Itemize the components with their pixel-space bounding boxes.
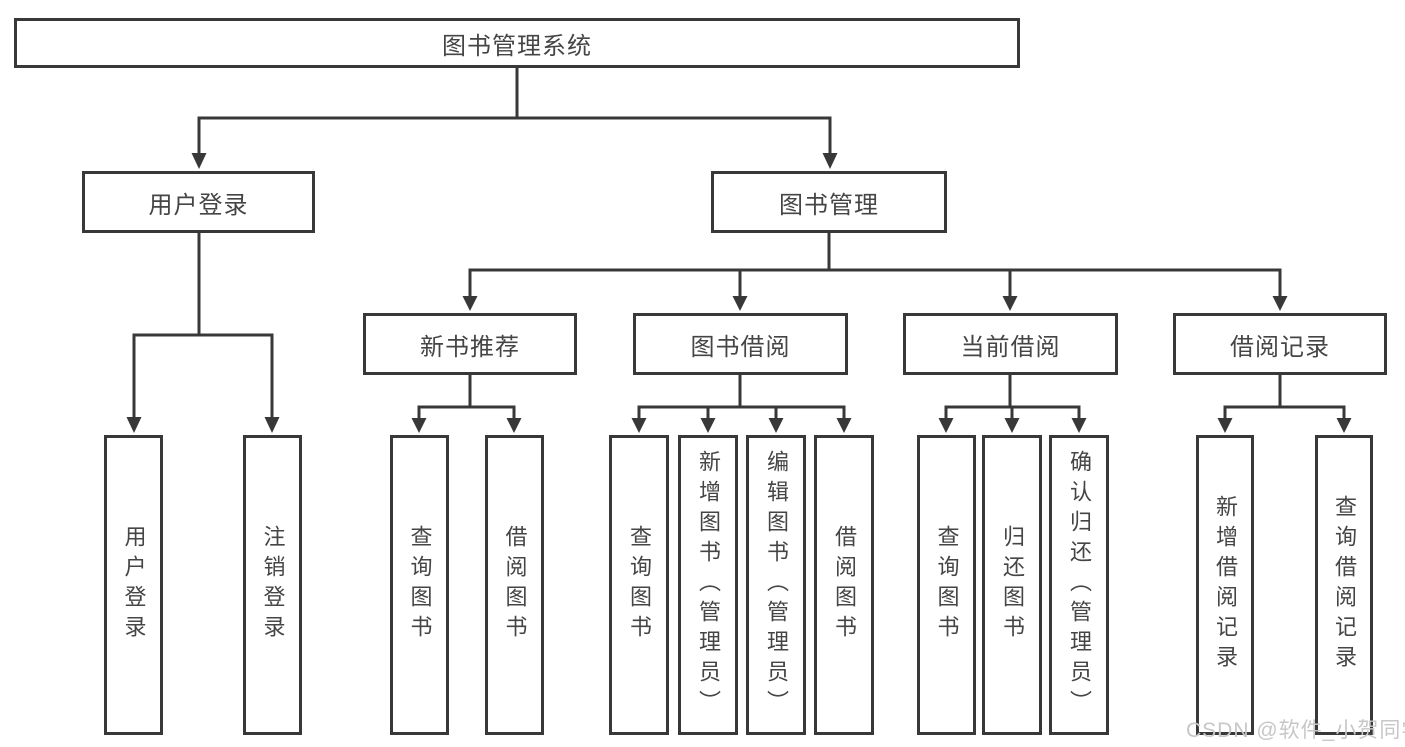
node-library-management-system: 图书管理系统 <box>14 18 1020 68</box>
leaf-logout: 注销登录 <box>243 435 302 735</box>
leaf-query-borrow-record: 查询借阅记录 <box>1315 435 1373 735</box>
leaf-add-borrow-record: 新增借阅记录 <box>1196 435 1254 735</box>
node-label: 用户登录 <box>148 191 249 219</box>
node-label: 归还图书 <box>1000 525 1025 645</box>
node-label: 借阅图书 <box>832 525 857 645</box>
watermark: CSDN @软件_小贺同学 <box>1186 719 1405 742</box>
leaf-edit-book-admin: 编辑图书（管理员） <box>746 435 806 735</box>
node-borrow-records: 借阅记录 <box>1173 313 1387 375</box>
node-label: 用户登录 <box>121 525 147 645</box>
leaf-user-login: 用户登录 <box>104 435 163 735</box>
leaf-confirm-return-admin: 确认归还（管理员） <box>1049 435 1109 735</box>
leaf-query-books-current: 查询图书 <box>917 435 976 735</box>
leaf-borrow-books-recommend: 借阅图书 <box>485 435 544 735</box>
leaf-add-book-admin: 新增图书（管理员） <box>678 435 738 735</box>
leaf-borrow-books: 借阅图书 <box>814 435 874 735</box>
node-label: 查询借阅记录 <box>1332 495 1357 675</box>
leaf-query-books-recommend: 查询图书 <box>390 435 449 735</box>
node-label: 图书管理系统 <box>442 32 592 60</box>
node-new-book-recommend: 新书推荐 <box>363 313 577 375</box>
node-label: 查询图书 <box>934 525 960 645</box>
node-label: 编辑图书（管理员） <box>764 450 789 720</box>
node-label: 查询图书 <box>407 525 433 645</box>
node-label: 新书推荐 <box>420 333 520 361</box>
node-label: 注销登录 <box>260 525 286 645</box>
node-current-borrow: 当前借阅 <box>903 313 1118 375</box>
node-label: 借阅记录 <box>1230 333 1330 361</box>
node-label: 当前借阅 <box>960 333 1061 361</box>
arrowheads <box>126 153 1352 433</box>
leaf-return-book: 归还图书 <box>982 435 1042 735</box>
node-label: 查询图书 <box>627 525 652 645</box>
leaf-query-books-borrow: 查询图书 <box>609 435 669 735</box>
node-book-borrow: 图书借阅 <box>633 313 848 375</box>
node-label: 图书借阅 <box>690 333 791 361</box>
node-user-login: 用户登录 <box>82 171 315 233</box>
node-label: 图书管理 <box>779 191 879 219</box>
node-label: 确认归还（管理员） <box>1067 450 1092 720</box>
node-label: 新增图书（管理员） <box>696 450 721 720</box>
node-book-management: 图书管理 <box>711 171 947 233</box>
node-label: 新增借阅记录 <box>1213 495 1238 675</box>
node-label: 借阅图书 <box>502 525 528 645</box>
